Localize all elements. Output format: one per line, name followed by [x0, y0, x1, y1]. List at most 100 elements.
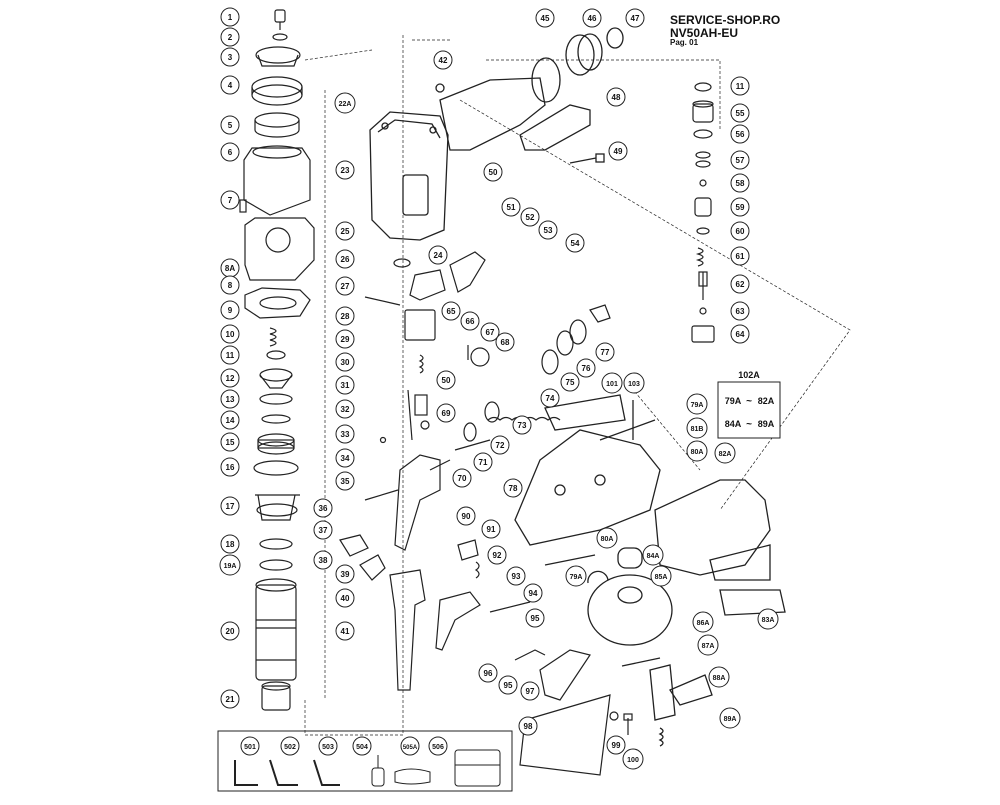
callout-circle — [606, 735, 626, 755]
callout-circle — [719, 707, 741, 729]
callout-label: 39 — [341, 570, 350, 579]
callout-label: 75 — [566, 378, 575, 387]
part-callout-101: 101 — [601, 372, 623, 394]
cylinder-assembly-drawing — [239, 9, 315, 711]
callout-label: 87A — [702, 643, 715, 650]
part-callout-40: 40 — [335, 588, 355, 608]
callout-label: 53 — [544, 226, 553, 235]
callout-circle — [220, 7, 240, 27]
callout-circle — [436, 370, 456, 390]
callout-label: 66 — [466, 317, 475, 326]
part-callout-20: 20 — [220, 621, 240, 641]
callout-label: 84A — [647, 553, 660, 560]
callout-label: 46 — [588, 14, 597, 23]
callout-label: 50 — [442, 376, 451, 385]
part-callout-41: 41 — [335, 621, 355, 641]
callout-circle — [730, 274, 750, 294]
callout-circle — [692, 611, 714, 633]
callout-label: 14 — [226, 416, 235, 425]
callout-label: 502 — [284, 744, 296, 751]
callout-label: 10 — [226, 330, 235, 339]
callout-circle — [335, 399, 355, 419]
site-title: SERVICE-SHOP.RO — [670, 13, 781, 27]
callout-circle — [220, 275, 240, 295]
callout-circle — [540, 388, 560, 408]
part-callout-53: 53 — [538, 220, 558, 240]
callout-circle — [352, 736, 372, 756]
part-callout-61: 61 — [730, 246, 750, 266]
callout-circle — [335, 276, 355, 296]
callout-label: 65 — [447, 307, 456, 316]
callout-circle — [335, 448, 355, 468]
callout-circle — [730, 197, 750, 217]
callout-label: 3 — [228, 53, 233, 62]
set-box-row1-from: 79A — [725, 396, 742, 406]
part-callout-1: 1 — [220, 7, 240, 27]
callout-circle — [335, 424, 355, 444]
callout-circle — [433, 50, 453, 70]
part-callout-80A: 80A — [686, 440, 708, 462]
callout-circle — [730, 150, 750, 170]
callout-label: 57 — [736, 156, 745, 165]
part-callout-7: 7 — [220, 190, 240, 210]
part-callout-8: 8 — [220, 275, 240, 295]
callout-circle — [686, 393, 708, 415]
part-callout-76: 76 — [576, 358, 596, 378]
callout-circle — [334, 92, 356, 114]
callout-circle — [441, 301, 461, 321]
part-callout-28: 28 — [335, 306, 355, 326]
callout-circle — [335, 621, 355, 641]
part-callout-34: 34 — [335, 448, 355, 468]
part-callout-90: 90 — [456, 506, 476, 526]
part-callout-74: 74 — [540, 388, 560, 408]
callout-label: 69 — [442, 409, 451, 418]
callout-circle — [520, 681, 540, 701]
callout-circle — [623, 372, 645, 394]
callout-label: 93 — [512, 572, 521, 581]
part-callout-67: 67 — [480, 322, 500, 342]
callout-label: 76 — [582, 364, 591, 373]
callout-label: 24 — [434, 251, 443, 260]
callout-circle — [220, 621, 240, 641]
callout-label: 30 — [341, 358, 350, 367]
callout-circle — [240, 736, 260, 756]
callout-circle — [757, 608, 779, 630]
callout-label: 54 — [571, 239, 580, 248]
callout-label: 86A — [697, 620, 710, 627]
callout-circle — [503, 478, 523, 498]
part-callout-35: 35 — [335, 471, 355, 491]
callout-label: 505A — [403, 745, 418, 751]
callout-label: 49 — [614, 147, 623, 156]
page-number: Pag. 01 — [670, 38, 699, 48]
part-callout-4: 4 — [220, 75, 240, 95]
callout-label: 50 — [489, 168, 498, 177]
part-callout-48: 48 — [606, 87, 626, 107]
callout-circle — [650, 565, 672, 587]
part-callout-84A: 84A — [642, 544, 664, 566]
callout-label: 32 — [341, 405, 350, 414]
part-callout-50b: 50 — [436, 370, 456, 390]
part-callout-54: 54 — [565, 233, 585, 253]
callout-circle — [498, 675, 518, 695]
callout-label: 38 — [319, 556, 328, 565]
callout-circle — [730, 103, 750, 123]
callout-circle — [730, 124, 750, 144]
callout-circle — [220, 410, 240, 430]
callout-circle — [576, 358, 596, 378]
part-callout-71: 71 — [473, 452, 493, 472]
part-callout-64: 64 — [730, 324, 750, 344]
callout-circle — [481, 519, 501, 539]
callout-label: 62 — [736, 280, 745, 289]
callout-label: 83A — [762, 617, 775, 624]
part-callout-17: 17 — [220, 496, 240, 516]
part-callout-66: 66 — [460, 311, 480, 331]
callout-label: 64 — [736, 330, 745, 339]
callout-circle — [730, 301, 750, 321]
callout-circle — [625, 8, 645, 28]
callout-circle — [708, 666, 730, 688]
part-callout-37: 37 — [313, 520, 333, 540]
callout-label: 16 — [226, 463, 235, 472]
part-callout-6: 6 — [220, 142, 240, 162]
callout-circle — [220, 115, 240, 135]
